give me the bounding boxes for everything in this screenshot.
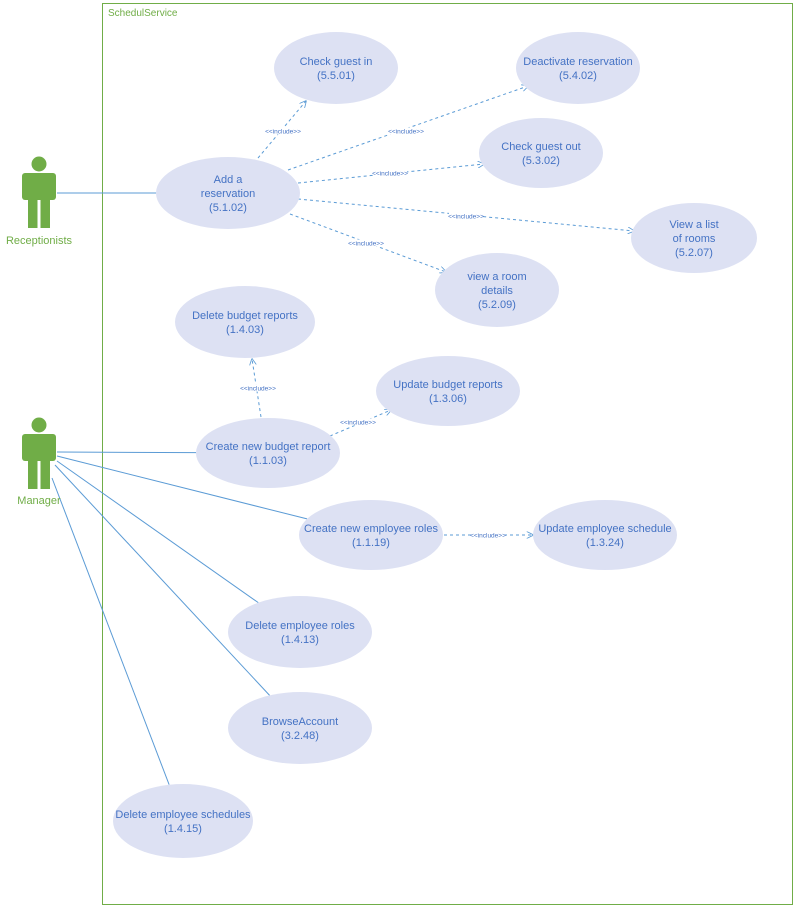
use-case-ellipse[interactable]: [156, 157, 300, 229]
include-label-bg: [389, 127, 423, 135]
use-case-label: Create new budget report: [206, 441, 331, 453]
use-case-delete-employee-schedules[interactable]: Delete employee schedules (1.4.15): [113, 784, 253, 858]
use-case-label: Delete employee schedules: [115, 809, 251, 821]
use-case-code: (5.1.02): [209, 202, 247, 214]
use-case-view-room-details[interactable]: view a room details (5.2.09): [435, 253, 559, 327]
use-case-label: view a room: [467, 271, 526, 283]
use-case-label: Check guest in: [300, 56, 373, 68]
include-labels: <<include>> <<include>> <<include>> <<inclu…: [240, 127, 506, 539]
use-case-check-guest-out[interactable]: Check guest out (5.3.02): [479, 118, 603, 188]
include-label: <<include>>: [388, 128, 424, 135]
association-line-manager-create-employee-roles: [56, 455, 308, 520]
use-case-code: (1.1.03): [249, 455, 287, 467]
use-case-code: (1.4.03): [226, 324, 264, 336]
use-case-create-budget-report[interactable]: Create new budget report (1.1.03): [196, 418, 340, 488]
use-case-ellipse[interactable]: [533, 500, 677, 570]
include-label: <<include>>: [348, 240, 384, 247]
person-icon: [22, 156, 56, 228]
actor-label: Manager: [17, 495, 61, 507]
include-label-bg: [349, 239, 383, 247]
use-case-code: (1.3.24): [586, 537, 624, 549]
system-boundary: [102, 3, 793, 905]
include-line-add-reservation-check-guest-out: [297, 164, 484, 184]
use-case-code: (1.1.19): [352, 537, 390, 549]
use-case-ellipse[interactable]: [516, 32, 640, 104]
use-case-code: (5.4.02): [559, 70, 597, 82]
use-case-label: Update budget reports: [393, 379, 503, 391]
include-label: <<include>>: [340, 419, 376, 426]
use-case-ellipse[interactable]: [631, 203, 757, 273]
system-name: SchedulService: [108, 8, 178, 19]
use-case-add-reservation[interactable]: Add a reservation (5.1.02): [156, 157, 300, 229]
include-label-bg: [373, 169, 407, 177]
include-label-bg: [241, 384, 275, 392]
include-line-add-reservation-view-room-details: [289, 213, 446, 272]
include-label-bg: [266, 127, 300, 135]
use-case-ellipse[interactable]: [228, 692, 372, 764]
use-case-code: (5.2.07): [675, 247, 713, 259]
use-case-delete-budget-reports[interactable]: Delete budget reports (1.4.03): [175, 286, 315, 358]
use-case-view-list-rooms[interactable]: View a list of rooms (5.2.07): [631, 203, 757, 273]
include-label-bg: [341, 418, 375, 426]
include-label: <<include>>: [372, 170, 408, 177]
use-case-ellipse[interactable]: [228, 596, 372, 668]
use-case-label: Check guest out: [501, 141, 581, 153]
use-case-code: (1.3.06): [429, 393, 467, 405]
use-case-ellipse[interactable]: [274, 32, 398, 104]
use-case-label: Update employee schedule: [538, 523, 671, 535]
include-line-create-budget-report-delete-budget-reports: [252, 359, 262, 418]
association-line-manager-delete-employee-roles: [56, 460, 259, 604]
include-label: <<include>>: [265, 128, 301, 135]
actor-receptionists[interactable]: Receptionists: [6, 156, 73, 248]
use-case-label: details: [481, 285, 513, 297]
use-case-create-employee-roles[interactable]: Create new employee roles (1.1.19): [299, 500, 443, 570]
use-case-update-employee-schedule[interactable]: Update employee schedule (1.3.24): [533, 500, 677, 570]
use-case-label: Delete employee roles: [245, 620, 355, 632]
use-case-ellipse[interactable]: [175, 286, 315, 358]
use-case-ellipse[interactable]: [479, 118, 603, 188]
include-label-bg: [471, 531, 505, 539]
use-case-label: of rooms: [673, 233, 716, 245]
use-case-code: (1.4.15): [164, 823, 202, 835]
include-label: <<include>>: [240, 385, 276, 392]
use-case-label: Delete budget reports: [192, 310, 298, 322]
use-case-ellipse[interactable]: [435, 253, 559, 327]
use-case-label: BrowseAccount: [262, 716, 338, 728]
use-case-code: (1.4.13): [281, 634, 319, 646]
use-case-code: (5.5.01): [317, 70, 355, 82]
use-cases: Add a reservation (5.1.02) Check guest in (5…: [113, 32, 757, 858]
use-case-ellipse[interactable]: [113, 784, 253, 858]
use-case-ellipse[interactable]: [376, 356, 520, 426]
include-label: <<include>>: [470, 532, 506, 539]
use-case-code: (5.3.02): [522, 155, 560, 167]
use-case-label: Create new employee roles: [304, 523, 438, 535]
use-case-label: View a list: [669, 219, 718, 231]
actor-manager[interactable]: Manager: [17, 417, 61, 508]
use-case-code: (5.2.09): [478, 299, 516, 311]
association-line-manager-delete-employee-schedules: [51, 477, 170, 785]
person-icon: [22, 417, 56, 489]
include-label-bg: [449, 212, 483, 220]
association-line-manager-create-budget-report: [56, 451, 197, 454]
actor-label: Receptionists: [6, 235, 73, 247]
association-line-manager-browse-account: [54, 464, 270, 696]
use-case-label: reservation: [201, 188, 255, 200]
include-label: <<include>>: [448, 213, 484, 220]
use-case-ellipse[interactable]: [196, 418, 340, 488]
use-case-check-guest-in[interactable]: Check guest in (5.5.01): [274, 32, 398, 104]
use-case-update-budget-reports[interactable]: Update budget reports (1.3.06): [376, 356, 520, 426]
relationship-lines: [51, 86, 634, 785]
use-case-deactivate-reservation[interactable]: Deactivate reservation (5.4.02): [516, 32, 640, 104]
use-case-ellipse[interactable]: [299, 500, 443, 570]
use-case-label: Add a: [214, 174, 244, 186]
use-case-label: Deactivate reservation: [523, 56, 632, 68]
use-case-browse-account[interactable]: BrowseAccount (3.2.48): [228, 692, 372, 764]
include-line-create-budget-report-update-budget-reports: [329, 410, 391, 437]
use-case-delete-employee-roles[interactable]: Delete employee roles (1.4.13): [228, 596, 372, 668]
use-case-code: (3.2.48): [281, 730, 319, 742]
